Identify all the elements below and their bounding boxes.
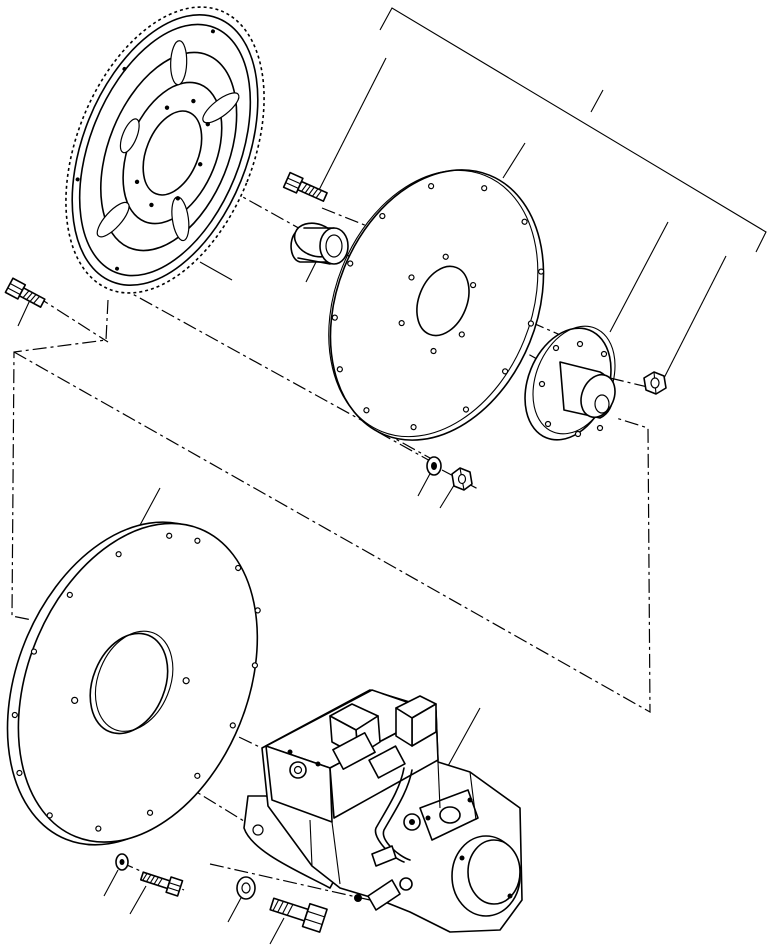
- leader-flywheel: [199, 261, 233, 281]
- hydraulic-pump: [243, 689, 523, 933]
- leader-flywheel-bolt: [317, 57, 387, 193]
- leader-pump-bolt-large: [269, 917, 285, 945]
- coupling-plate: [328, 169, 545, 441]
- leader-coupling-hub: [609, 221, 669, 333]
- pump-washer-small: [115, 853, 129, 871]
- leader-pump-washer-large: [227, 895, 243, 923]
- bracket-leader: [590, 89, 604, 113]
- pump-bolt-large: [269, 897, 328, 933]
- pump-bolt-small: [139, 871, 184, 897]
- pilot-bearing: [290, 222, 349, 265]
- plate-nut: [451, 467, 473, 491]
- coupling-hub: [524, 325, 616, 441]
- leader-hub-nut: [661, 255, 727, 383]
- bracket-callout-top: [379, 7, 767, 253]
- callout-lines: [17, 7, 767, 945]
- plate-bore: [416, 265, 470, 337]
- housing-bore: [89, 632, 169, 735]
- leader-pump-washer-small: [103, 869, 119, 897]
- leader-flywheel-side-bolt: [17, 299, 31, 327]
- pump-washer-large: [236, 876, 256, 900]
- plate-washer: [426, 456, 442, 476]
- hub-nut: [643, 371, 667, 395]
- flywheel-bolt: [282, 171, 328, 202]
- leader-hydraulic-pump: [447, 707, 481, 767]
- flywheel: [65, 6, 265, 294]
- leader-pump-bolt-small: [129, 885, 147, 915]
- adapter-housing: [6, 521, 261, 846]
- leader-plate-washer: [417, 469, 433, 497]
- leader-coupling-plate: [502, 142, 526, 179]
- bolt-shank: [297, 180, 328, 202]
- flywheel-bore: [142, 110, 203, 196]
- flywheel-side-bolt: [4, 277, 46, 308]
